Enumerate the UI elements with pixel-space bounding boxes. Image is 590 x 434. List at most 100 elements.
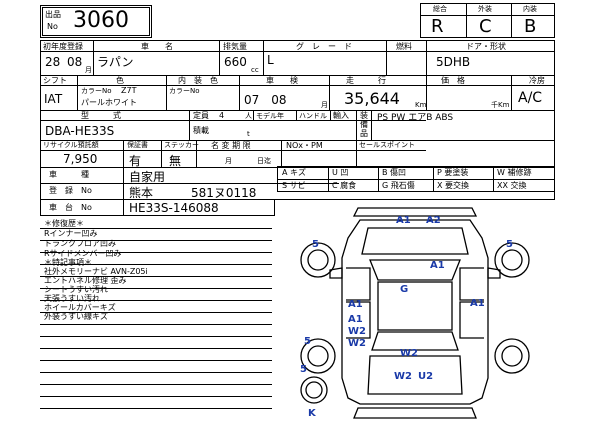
note-line-6: 社外メモリーナビ AVN-Z05i	[44, 267, 148, 276]
reg-place: 熊本	[129, 186, 154, 200]
price-label: 価 格	[441, 76, 465, 85]
wheel-spare	[300, 376, 328, 404]
grade-header-exterior: 外装	[478, 5, 492, 13]
note-line-10: ホイールカバーキズ	[44, 303, 116, 312]
door-label: ドア・形状	[466, 42, 506, 51]
note-line-3: トランクフロア凹み	[44, 239, 116, 248]
mark-5-fr: 5	[506, 239, 513, 250]
load-unit: t	[247, 130, 250, 138]
year-label: 初年度登録	[43, 42, 83, 51]
reg-label: 登 録 No	[49, 186, 92, 195]
chassis-row: 車 台 No HE33S-146088	[40, 200, 275, 216]
equip-label-3: 品	[360, 129, 368, 138]
mark-a1-hood: A1	[430, 260, 445, 271]
color-no-label: カラーNo	[81, 87, 112, 95]
mileage-label: 走 行	[346, 76, 386, 85]
displacement-unit: cc	[251, 66, 259, 74]
fuel-label: 燃料	[396, 42, 412, 51]
legend-u: U 凹	[332, 168, 349, 177]
change-day: 日迄	[257, 157, 271, 165]
shift-label: シフト	[43, 76, 67, 85]
legend-c: C 腐食	[332, 181, 357, 190]
legend-x: X 要交換	[437, 181, 470, 190]
legend-xx: XX 交換	[497, 181, 527, 190]
wheel-front-right	[494, 242, 530, 278]
grade-label: グ レ ー ド	[296, 42, 352, 51]
reg-number: 581ヌ0118	[191, 186, 257, 200]
month-value: 08	[67, 55, 83, 69]
lot-label-top: 出品	[45, 10, 61, 19]
sticker-value: 無	[169, 154, 182, 168]
note-line-9: 天張うすい汚れ	[44, 294, 100, 303]
wheel-front-left	[300, 242, 336, 278]
model-value: DBA-HE33S	[45, 124, 115, 138]
legend-a: A キズ	[282, 168, 307, 177]
car-hood	[361, 227, 469, 255]
notes-area: ＊修復歴＊ Rインナー凹み トランクフロア凹み Rサイドメンバー凹み ＊特記事項…	[0, 216, 280, 416]
interior-label: 内 装 色	[178, 76, 218, 85]
note-line-1: ＊修復歴＊	[44, 219, 84, 228]
door-value: 5DHB	[436, 55, 471, 69]
equip-label-2: 備	[360, 120, 368, 129]
equip-label-1: 装	[360, 111, 368, 120]
mark-w2-tailgate: W2	[400, 348, 418, 359]
mark-5-rl: 5	[304, 336, 311, 347]
note-line-4: Rサイドメンバー凹み	[44, 249, 122, 258]
car-tailgate	[367, 355, 463, 395]
change-label: 名 変 期 限	[211, 141, 251, 150]
capacity-unit: 人	[245, 112, 252, 120]
ac-value: A/C	[518, 90, 543, 106]
model-label: 型 式	[81, 111, 121, 120]
grade-header-interior: 内装	[523, 5, 537, 13]
mileage-unit-thousand: 千Km	[491, 101, 510, 109]
color-no-value: Z7T	[121, 86, 137, 95]
mileage-value: 35,644	[344, 89, 400, 108]
interior-no-label: カラーNo	[169, 87, 200, 95]
car-body-outline	[341, 219, 489, 405]
recycle-value: 7,950	[63, 152, 98, 166]
mark-g-roof: G	[400, 284, 408, 295]
load-label: 積載	[193, 126, 209, 135]
mark-w2-left-lower: W2	[348, 338, 366, 349]
mileage-unit: Km	[415, 101, 427, 109]
shift-value: IAT	[44, 92, 63, 106]
ac-label: 冷房	[529, 76, 545, 85]
sales-point-label: セールスポイント	[359, 141, 415, 149]
grade-box: 総合 外装 内装 R C B	[420, 3, 555, 38]
lot-label-bottom: No	[47, 22, 58, 31]
mark-5-spare: 5	[300, 364, 307, 375]
change-month: 月	[225, 157, 232, 165]
legend-w: W 補修跡	[497, 168, 532, 177]
mark-k-spare: K	[308, 408, 317, 419]
mark-a1-left-door: A1	[348, 299, 363, 310]
car-name-label: 車 名	[141, 42, 173, 51]
wheel-rear-left	[300, 338, 336, 374]
grade-total: R	[431, 16, 444, 37]
warranty-label: 保証書	[127, 141, 148, 149]
chassis-value: HE33S-146088	[129, 201, 219, 215]
recycle-label: リサイクル預託額	[43, 141, 99, 149]
import-label: 輸入	[333, 111, 349, 120]
main-grid: 初年度登録 28 08 月 車 名 ラパン 排気量 660 cc グ レ ー ド…	[40, 40, 555, 201]
grade-interior: B	[524, 16, 537, 37]
inspection-unit: 月	[321, 101, 328, 109]
mark-a1-right: A1	[470, 298, 485, 309]
mark-u2-bumper: U2	[418, 371, 433, 382]
capacity-value: 4	[219, 111, 225, 120]
car-name-value: ラパン	[97, 55, 134, 69]
mark-a2-top: A2	[426, 215, 441, 226]
displacement-value: 660	[224, 55, 247, 69]
grade-value: L	[267, 53, 274, 67]
legend-p: P 要塗装	[437, 168, 469, 177]
car-damage-diagram: A1 A2 5 A1 5 G A1 A1 A1 W2 W2 5 W2 W2 U2…	[300, 207, 530, 419]
nox-label: NOx・PM	[286, 141, 323, 150]
usage-value: 自家用	[129, 170, 166, 184]
inspection-value: 07 08	[244, 93, 287, 107]
lot-number: 3060	[73, 8, 129, 33]
legend-s: S サビ	[282, 181, 306, 190]
warranty-value: 有	[129, 154, 142, 168]
sticker-label: ステッカー	[164, 141, 199, 149]
lot-box: 出品 No 3060	[40, 5, 152, 38]
inspection-label: 車 検	[266, 76, 298, 85]
equipment-value: PS PW エアB ABS	[377, 113, 454, 123]
